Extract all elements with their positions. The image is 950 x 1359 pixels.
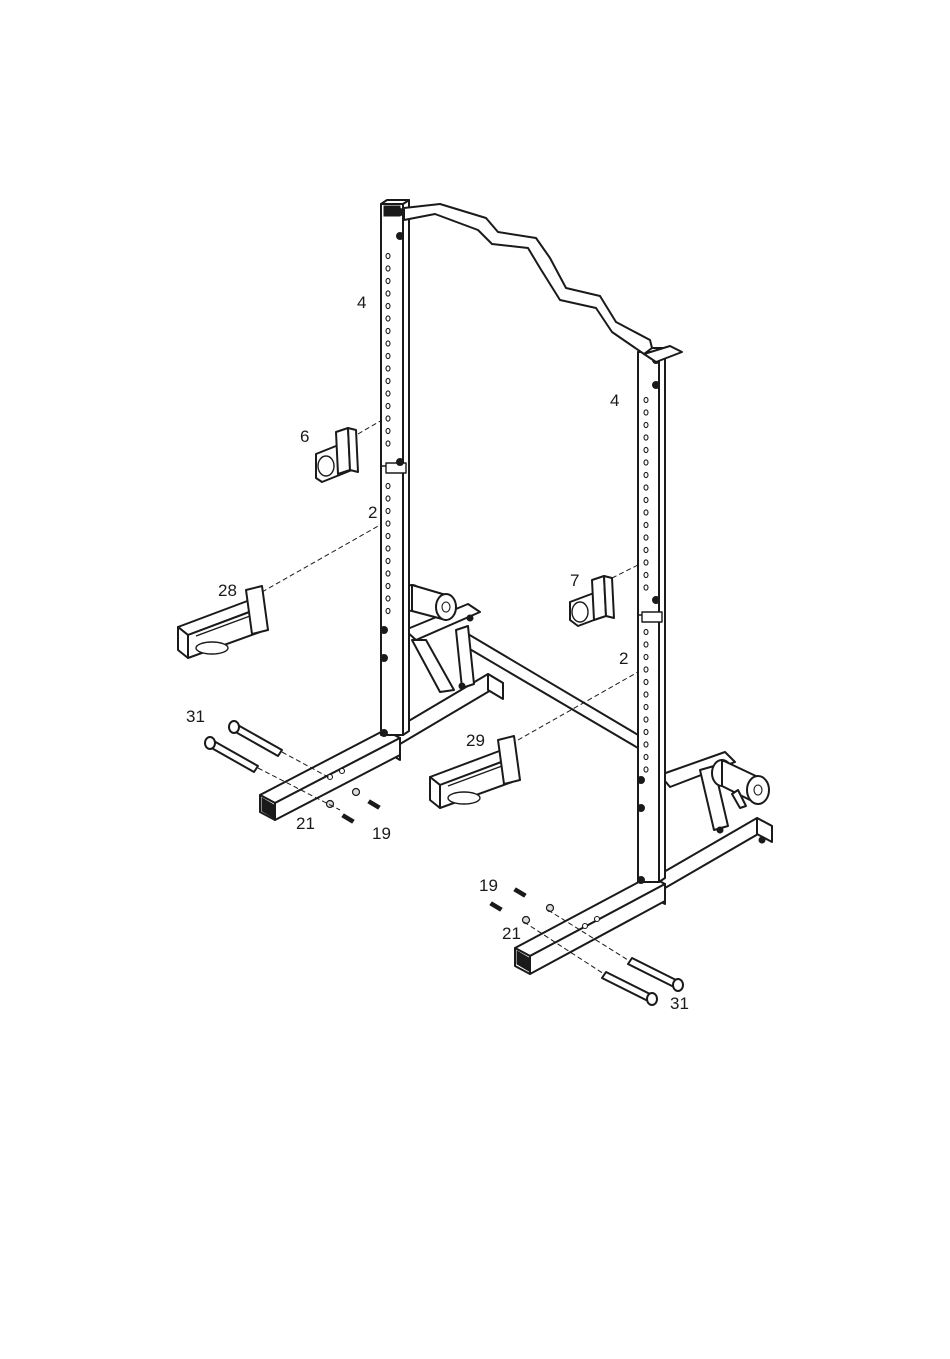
- adjustment-hole: [386, 571, 390, 576]
- callout-pin-right: 31: [670, 994, 689, 1013]
- hardware-right: [490, 888, 554, 924]
- callout-j-hook-left: 6: [300, 427, 309, 446]
- adjustment-hole: [386, 353, 390, 358]
- callout-bolt-left: 19: [372, 824, 391, 843]
- adjustment-hole: [386, 583, 390, 588]
- adjustment-hole: [386, 416, 390, 421]
- adjustment-hole: [386, 366, 390, 371]
- adjustment-hole: [644, 754, 648, 759]
- adjustment-hole: [644, 704, 648, 709]
- adjustment-hole: [644, 522, 648, 527]
- upright-right: [638, 348, 666, 884]
- adjustment-hole: [386, 508, 390, 513]
- adjustment-hole: [644, 642, 648, 647]
- adjustment-hole: [644, 667, 648, 672]
- adjustment-hole: [644, 397, 648, 402]
- callout-j-hook-right: 7: [570, 571, 579, 590]
- adjustment-hole: [386, 316, 390, 321]
- pin-31-left: [205, 721, 282, 772]
- adjustment-hole: [386, 266, 390, 271]
- callout-upright-right: 4: [610, 391, 619, 410]
- adjustment-hole: [386, 391, 390, 396]
- adjustment-hole: [386, 303, 390, 308]
- adjustment-hole: [644, 572, 648, 577]
- weight-horn-left: [402, 585, 480, 692]
- adjustment-hole: [644, 447, 648, 452]
- callout-bolt-right: 19: [479, 876, 498, 895]
- adjustment-hole: [386, 428, 390, 433]
- adjustment-hole: [386, 483, 390, 488]
- callout-safety-arm-right: 29: [466, 731, 485, 750]
- adjustment-hole: [644, 472, 648, 477]
- adjustment-hole: [644, 767, 648, 772]
- adjustment-hole: [386, 253, 390, 258]
- adjustment-hole: [386, 291, 390, 296]
- adjustment-hole: [644, 497, 648, 502]
- callout-upright-left: 4: [357, 293, 366, 312]
- adjustment-hole: [386, 378, 390, 383]
- adjustment-hole: [386, 546, 390, 551]
- adjustment-hole: [644, 510, 648, 515]
- adjustment-hole: [386, 328, 390, 333]
- adjustment-hole: [644, 460, 648, 465]
- j-hook-6: [316, 428, 358, 482]
- adjustment-hole: [644, 535, 648, 540]
- callout-washer-left: 21: [296, 814, 315, 833]
- pull-up-bar: [404, 204, 682, 362]
- adjustment-hole: [386, 496, 390, 501]
- adjustment-hole: [386, 596, 390, 601]
- adjustment-hole: [644, 654, 648, 659]
- adjustment-hole: [644, 410, 648, 415]
- adjustment-hole: [644, 742, 648, 747]
- adjustment-hole: [644, 692, 648, 697]
- adjustment-hole: [386, 608, 390, 613]
- adjustment-hole: [644, 629, 648, 634]
- adjustment-hole: [386, 278, 390, 283]
- callout-pin-left: 31: [186, 707, 205, 726]
- adjustment-hole: [386, 533, 390, 538]
- adjustment-hole: [386, 341, 390, 346]
- adjustment-hole: [644, 547, 648, 552]
- callout-washer-right: 21: [502, 924, 521, 943]
- callout-lower-upright-left: 2: [368, 503, 377, 522]
- front-base-right: [515, 876, 665, 974]
- adjustment-hole: [644, 729, 648, 734]
- adjustment-hole: [644, 679, 648, 684]
- adjustment-hole: [386, 403, 390, 408]
- adjustment-hole: [644, 422, 648, 427]
- upright-left: [381, 200, 410, 737]
- adjustment-hole: [644, 435, 648, 440]
- callout-lower-upright-right: 2: [619, 649, 628, 668]
- adjustment-hole: [644, 585, 648, 590]
- adjustment-hole: [644, 485, 648, 490]
- adjustment-hole: [644, 560, 648, 565]
- adjustment-hole: [644, 717, 648, 722]
- adjustment-hole: [386, 441, 390, 446]
- adjustment-hole: [386, 521, 390, 526]
- hardware-left: [327, 789, 381, 824]
- callout-safety-arm-left: 28: [218, 581, 237, 600]
- adjustment-hole: [386, 558, 390, 563]
